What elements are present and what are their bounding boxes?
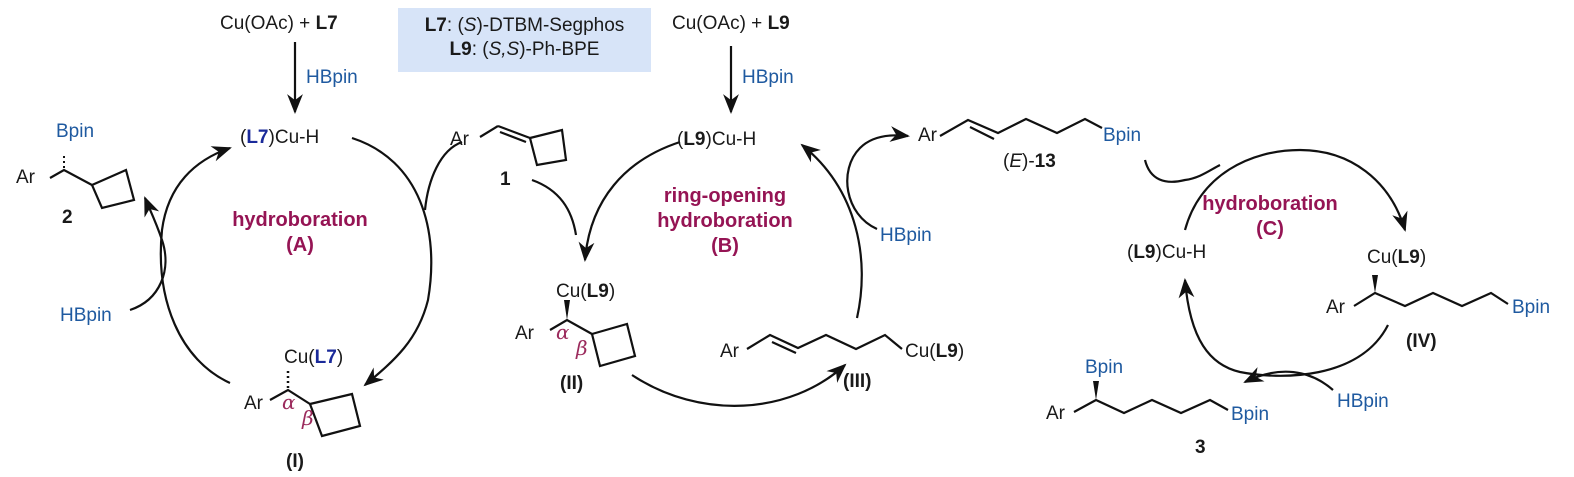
int2-wedge [564, 300, 570, 320]
int3-cu: Cu(L9) [905, 341, 965, 362]
cycle-c-hbpin-arrow [1243, 367, 1334, 391]
int1-cyclobutane [308, 392, 362, 438]
int2-beta: β [576, 336, 588, 360]
compound3-ar: Ar [1046, 403, 1065, 424]
reagent-hbpin-b2: HBpin [880, 225, 932, 246]
int4-label: (IV) [1406, 331, 1437, 352]
int4-bpin: Bpin [1512, 297, 1551, 318]
int2-ar: Ar [515, 323, 534, 344]
cycle-a-arc-left [159, 146, 232, 384]
substrate1-cyclobutane [528, 128, 568, 167]
int3-ar: Ar [720, 341, 739, 362]
cycle-b-arc-left [578, 140, 681, 262]
int4-ar: Ar [1326, 297, 1345, 318]
int2-label: (II) [560, 373, 584, 394]
int1-label: (I) [286, 451, 304, 472]
e13-chain [939, 117, 1103, 137]
int1-cu: Cu(L7) [284, 347, 344, 368]
precatalyst-l9: Cu(OAc) + L9 [672, 13, 790, 34]
cycle-b-arc-right [800, 143, 863, 319]
legend-line-l7: L7: (S)-DTBM-Segphos [424, 15, 625, 36]
compound2-bonds [49, 168, 93, 186]
precatalyst-l7: Cu(OAc) + L7 [220, 13, 338, 34]
cycle-b-bottom [631, 363, 847, 407]
compound3-chain [1073, 398, 1229, 415]
catalyst-l9-cuh-c: (L9)Cu-H [1127, 242, 1207, 263]
e13-ar: Ar [918, 125, 937, 146]
legend-line-l9: L9: (S,S)-Ph-BPE [449, 38, 600, 60]
ligand-legend: L7: (S)-DTBM-Segphos L9: (S,S)-Ph-BPE [398, 8, 651, 72]
substrate1-label: 1 [500, 169, 511, 190]
reagent-hbpin-b: HBpin [742, 67, 794, 88]
catalyst-l7-cuh: (L7)Cu-H [240, 127, 320, 148]
substrate1-ar: Ar [450, 129, 469, 150]
compound3-bpin-end: Bpin [1231, 404, 1270, 425]
compound2-bpin: Bpin [56, 121, 95, 142]
int1-alpha: α [282, 390, 296, 414]
cycle-a-hbpin-arrow [129, 196, 167, 312]
cycle-c-arc-bottom [1178, 278, 1389, 377]
compound3-label: 3 [1195, 437, 1206, 458]
reagent-hbpin-c: HBpin [1337, 391, 1389, 412]
cycle-a-arc-right [351, 136, 433, 387]
reagent-hbpin-a2: HBpin [60, 305, 112, 326]
compound3-wedge [1093, 381, 1099, 400]
int2-alpha: α [556, 320, 570, 344]
int4-cu: Cu(L9) [1367, 247, 1427, 268]
substrate-arc-left [423, 140, 463, 211]
cycle-c-arc-top [1183, 148, 1408, 232]
compound2-ar: Ar [16, 167, 35, 188]
int1-beta: β [302, 406, 314, 430]
int4-chain [1353, 291, 1509, 308]
reagent-hbpin-a: HBpin [306, 67, 358, 88]
catalyst-l9-cuh: (L9)Cu-H [677, 129, 757, 150]
int3-label: (III) [843, 371, 872, 392]
int1-ar: Ar [244, 393, 263, 414]
int2-cyclobutane [590, 322, 637, 368]
e13-label: (E)-13 [1003, 151, 1056, 172]
int1-bonds [269, 388, 311, 405]
compound2-cyclobutane [90, 168, 136, 210]
e13-bpin: Bpin [1103, 125, 1142, 146]
cycle-c-label: hydroboration(C) [1202, 193, 1338, 240]
substrate-arc-right [531, 178, 578, 236]
cycle-a-label: hydroboration(A) [232, 209, 368, 256]
int4-wedge [1372, 275, 1378, 293]
cycle-c-feed [1143, 159, 1221, 183]
compound2-label: 2 [62, 207, 73, 228]
compound3-bpin-top: Bpin [1085, 357, 1124, 378]
int3-chain [746, 333, 903, 351]
int2-cu: Cu(L9) [556, 281, 616, 302]
cycle-b-hbpin-arrow [846, 126, 910, 231]
